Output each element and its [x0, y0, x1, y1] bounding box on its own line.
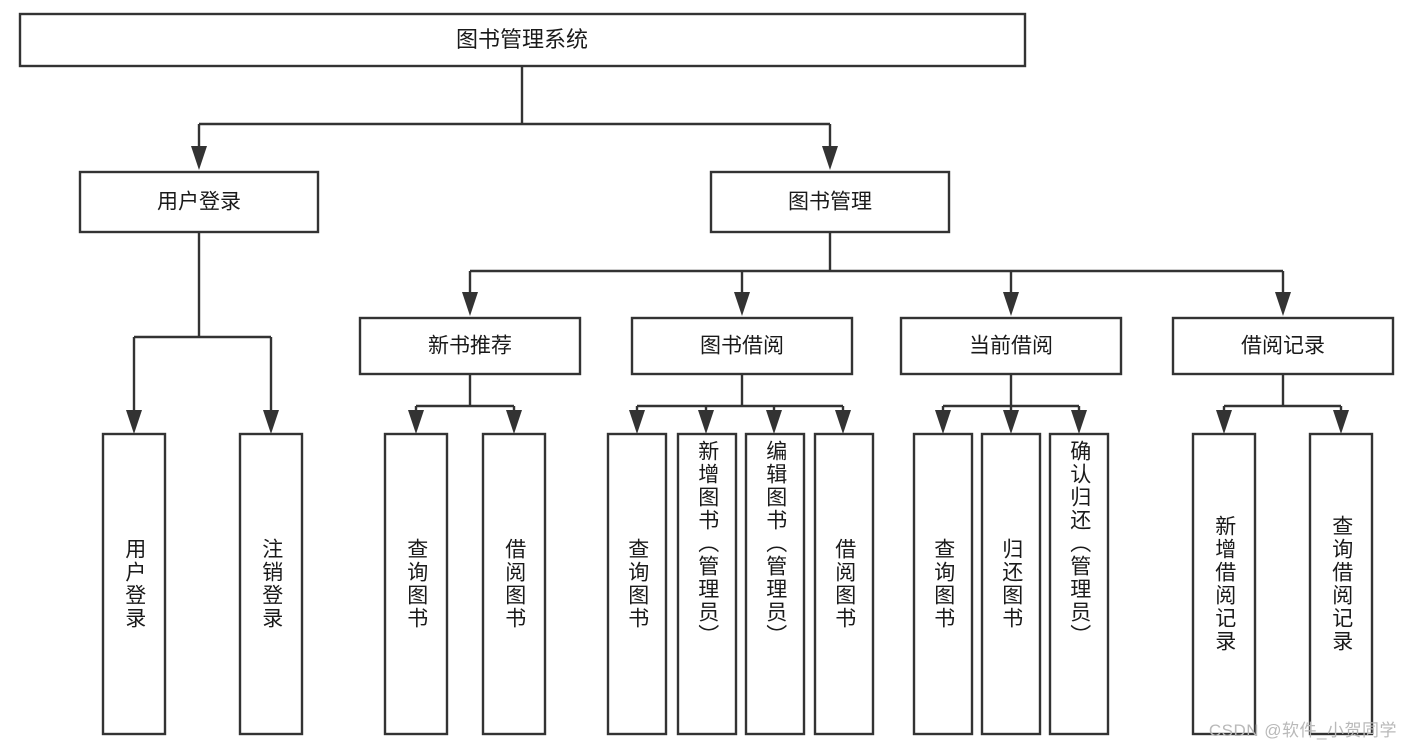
leaf-box-return-book[interactable] — [980, 432, 1042, 736]
node-book-manage[interactable]: 图书管理 — [709, 170, 951, 234]
leaf-boxes-current-borrow — [912, 432, 1110, 736]
arrow-user-login-leaf-1 — [126, 410, 142, 434]
node-borrow-record-label: 借阅记录 — [1241, 335, 1325, 358]
node-book-borrow-box[interactable] — [630, 316, 854, 376]
leaf-boxes-borrow-record — [1191, 432, 1374, 736]
leaf-box-query-book-1[interactable] — [383, 432, 449, 736]
leaf-box-user-login[interactable] — [101, 432, 167, 736]
node-root-label: 图书管理系统 — [456, 27, 588, 52]
leaf-box-edit-book[interactable] — [744, 432, 806, 736]
arrow-book-borrow-leaf-2 — [698, 410, 714, 434]
node-user-login-box[interactable] — [78, 170, 320, 234]
leaf-box-add-book[interactable] — [676, 432, 738, 736]
leaf-boxes-book-borrow — [606, 432, 875, 736]
node-book-borrow[interactable]: 图书借阅 — [630, 316, 854, 376]
leaf-boxes-new-book-rec — [383, 432, 547, 736]
node-current-borrow[interactable]: 当前借阅 — [899, 316, 1123, 376]
arrow-new-book-rec-leaf-1 — [408, 410, 424, 434]
leaf-box-user-logout[interactable] — [238, 432, 304, 736]
arrow-to-current-borrow — [1003, 292, 1019, 316]
connectors-borrow-record-to-leaves — [1216, 374, 1349, 434]
node-book-borrow-label: 图书借阅 — [700, 335, 784, 358]
leaf-box-query-record[interactable] — [1308, 432, 1374, 736]
connectors-current-borrow-to-leaves — [935, 374, 1087, 434]
arrow-current-borrow-leaf-2 — [1003, 410, 1019, 434]
arrow-to-borrow-record — [1275, 292, 1291, 316]
node-borrow-record[interactable]: 借阅记录 — [1171, 316, 1395, 376]
leaf-box-borrow-book-1[interactable] — [481, 432, 547, 736]
node-new-book-rec-box[interactable] — [358, 316, 582, 376]
node-new-book-rec-label: 新书推荐 — [428, 335, 512, 358]
connectors-book-manage-to-level3 — [462, 232, 1291, 316]
csdn-watermark: CSDN @软件_小贺同学 — [1208, 721, 1397, 740]
connectors-book-borrow-to-leaves — [629, 374, 851, 434]
connectors-new-book-rec-to-leaves — [408, 374, 522, 434]
arrow-to-new-book-rec — [462, 292, 478, 316]
node-book-manage-box[interactable] — [709, 170, 951, 234]
leaf-box-borrow-book-2[interactable] — [813, 432, 875, 736]
node-root[interactable]: 图书管理系统 — [18, 12, 1027, 68]
arrow-current-borrow-leaf-1 — [935, 410, 951, 434]
node-root-box[interactable] — [18, 12, 1027, 68]
leaf-boxes-user-login — [101, 432, 304, 736]
connectors-root-to-level2 — [191, 66, 838, 170]
arrow-to-book-manage — [822, 146, 838, 170]
arrow-book-borrow-leaf-3 — [766, 410, 782, 434]
arrow-to-user-login — [191, 146, 207, 170]
node-user-login-label: 用户登录 — [157, 191, 241, 214]
node-current-borrow-box[interactable] — [899, 316, 1123, 376]
arrow-book-borrow-leaf-1 — [629, 410, 645, 434]
node-current-borrow-label: 当前借阅 — [969, 335, 1053, 358]
arrow-current-borrow-leaf-3 — [1071, 410, 1087, 434]
arrow-book-borrow-leaf-4 — [835, 410, 851, 434]
leaf-box-confirm-return[interactable] — [1048, 432, 1110, 736]
node-new-book-rec[interactable]: 新书推荐 — [358, 316, 582, 376]
leaf-box-add-record[interactable] — [1191, 432, 1257, 736]
arrow-borrow-record-leaf-2 — [1333, 410, 1349, 434]
leaf-box-query-book-3[interactable] — [912, 432, 974, 736]
node-user-login[interactable]: 用户登录 — [78, 170, 320, 234]
arrow-to-book-borrow — [734, 292, 750, 316]
arrow-borrow-record-leaf-1 — [1216, 410, 1232, 434]
leaf-box-query-book-2[interactable] — [606, 432, 668, 736]
connectors-user-login-to-leaves — [126, 232, 279, 434]
node-borrow-record-box[interactable] — [1171, 316, 1395, 376]
node-book-manage-label: 图书管理 — [788, 191, 872, 214]
arrow-new-book-rec-leaf-2 — [506, 410, 522, 434]
arrow-user-login-leaf-2 — [263, 410, 279, 434]
